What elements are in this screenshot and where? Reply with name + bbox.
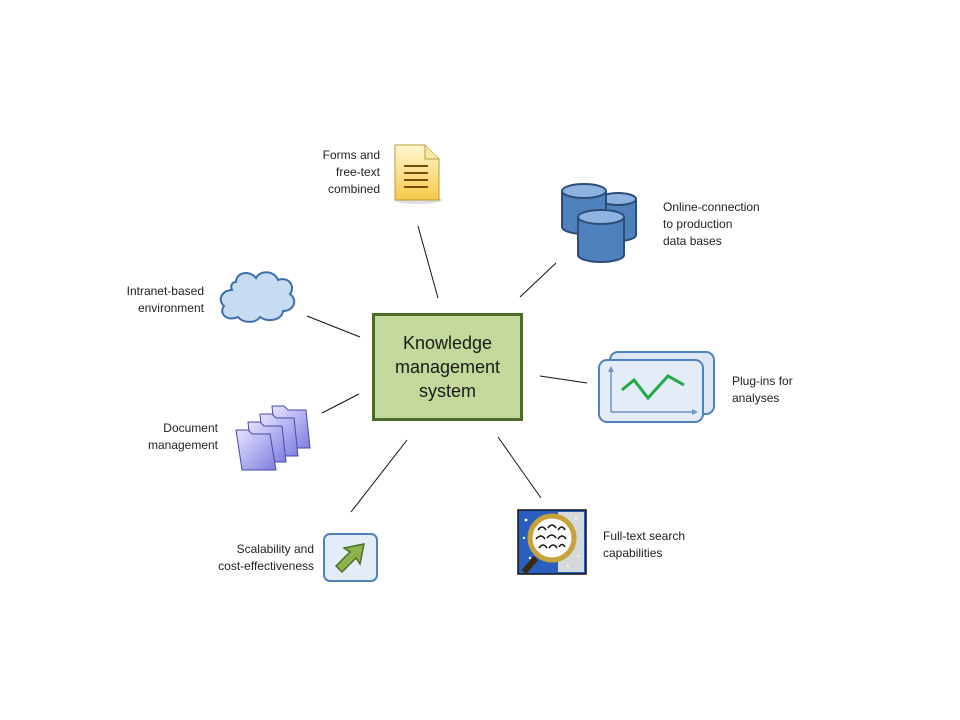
- forms-label: Forms and free-text combined: [322, 148, 380, 196]
- intranet-label: Intranet-based environment: [126, 284, 204, 315]
- search-label: Full-text search capabilities: [603, 529, 686, 560]
- cloud-icon: [219, 271, 296, 323]
- connector-scalability: [350, 439, 408, 513]
- connector-online: [519, 262, 557, 298]
- scalability-label: Scalability and cost-effectiveness: [218, 542, 314, 573]
- connector-search: [497, 436, 542, 499]
- magnifier-icon: [517, 509, 587, 575]
- center-node-label: Knowledge management system: [394, 333, 501, 401]
- folders-icon: [235, 405, 311, 471]
- connector-documents: [321, 393, 360, 414]
- arrow-up-right-icon: [323, 533, 378, 582]
- chart-icon: [598, 351, 715, 423]
- plugins-label: Plug-ins for analyses: [732, 374, 793, 405]
- document-icon: [394, 144, 442, 204]
- documents-label: Document management: [147, 421, 218, 452]
- database-icon: [561, 183, 637, 263]
- center-node: Knowledge management system: [372, 313, 523, 421]
- connector-plugins: [539, 375, 588, 384]
- connector-intranet: [306, 315, 361, 338]
- online-label: Online-connection to production data bas…: [663, 200, 760, 248]
- connector-forms: [417, 225, 439, 299]
